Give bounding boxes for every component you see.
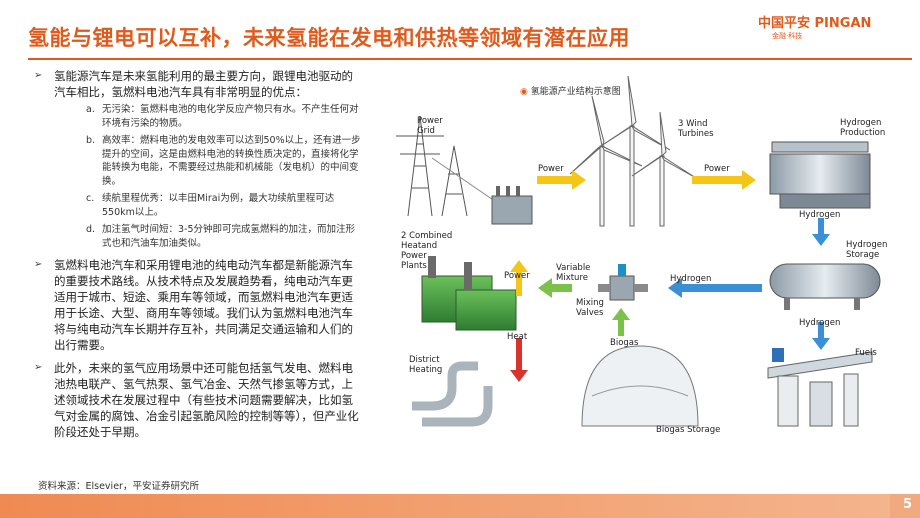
arrow-bullet-icon: ➢ bbox=[34, 259, 43, 270]
label-district-heating: District Heating bbox=[409, 355, 443, 375]
label-power-left: Power bbox=[538, 164, 564, 174]
title-rule bbox=[28, 58, 912, 60]
page-number: 5 bbox=[902, 497, 912, 512]
bullet-text: 氢燃料电池汽车和采用锂电池的纯电动汽车都是新能源汽车的重要技术路线。从技术特点及… bbox=[54, 258, 353, 352]
flow-arrows bbox=[510, 170, 830, 382]
bullet-text: 氢能源汽车是未来氢能利用的最主要方向，跟锂电池驱动的汽车相比，氢燃料电池汽车具有… bbox=[54, 69, 353, 99]
arrow-bullet-icon: ➢ bbox=[34, 70, 43, 81]
bullet-text: 此外，未来的氢气应用场景中还可能包括氢气发电、燃料电池热电联产、氢气热泵、氢气冶… bbox=[54, 361, 359, 439]
label-hydrogen-production: Hydrogen Production bbox=[840, 118, 886, 138]
label-hydrogen-mid: Hydrogen bbox=[670, 274, 712, 284]
label-fuels: Fuels bbox=[855, 348, 877, 358]
label-power-grid: Power Grid bbox=[417, 116, 443, 136]
logo-subtext: 金融·科技 bbox=[772, 32, 803, 40]
mixing-valve bbox=[598, 264, 648, 301]
district-heating-pipes bbox=[412, 361, 493, 427]
target-icon: ◉ bbox=[520, 87, 528, 97]
label-hydrogen-storage: Hydrogen Storage bbox=[846, 240, 888, 260]
arrow-bullet-icon: ➢ bbox=[34, 362, 43, 373]
bullet-item: ➢ 氢能源汽车是未来氢能利用的最主要方向，跟锂电池驱动的汽车相比，氢燃料电池汽车… bbox=[34, 68, 364, 250]
bullet-item: ➢ 氢燃料电池汽车和采用锂电池的纯电动汽车都是新能源汽车的重要技术路线。从技术特… bbox=[34, 257, 364, 353]
diagram-title: ◉ 氢能源产业结构示意图 bbox=[520, 87, 621, 97]
label-heat: Heat bbox=[507, 332, 528, 342]
label-power-up: Power bbox=[504, 271, 530, 281]
label-hydrogen-1: Hydrogen bbox=[799, 210, 841, 220]
label-mixing-valves: Mixing Valves bbox=[576, 298, 604, 318]
logo-text: 中国平安 PINGAN bbox=[758, 16, 872, 31]
biogas-storage-dome bbox=[581, 345, 699, 427]
power-grid-tower bbox=[396, 115, 503, 217]
pingan-logo: 中国平安 PINGAN 金融·科技 bbox=[758, 12, 908, 44]
slide-title: 氢能与锂电可以互补，未来氢能在发电和供热等领域有潜在应用 bbox=[28, 26, 630, 50]
hydrogen-storage-tank bbox=[769, 263, 881, 310]
transformer bbox=[491, 186, 533, 225]
sub-item: a.无污染：氢燃料电池的电化学反应产物只有水。不产生任何对环境有污染的物质。 bbox=[86, 104, 359, 129]
label-power-right: Power bbox=[704, 164, 730, 174]
bullet-item: ➢ 此外，未来的氢气应用场景中还可能包括氢气发电、燃料电池热电联产、氢气热泵、氢… bbox=[34, 360, 364, 440]
sub-item: d.加注氢气时间短：3-5分钟即可完成氢燃料的加注，而加注形式也和汽油车加油类似… bbox=[86, 224, 356, 249]
label-biogas: Biogas bbox=[610, 338, 639, 348]
label-combined-plants: 2 Combined Heatand Power Plants bbox=[401, 231, 453, 271]
label-wind-turbines: 3 Wind Turbines bbox=[678, 119, 714, 139]
label-hydrogen-2: Hydrogen bbox=[799, 318, 841, 328]
chp-plants bbox=[421, 256, 517, 331]
hydrogen-production-unit bbox=[769, 141, 871, 209]
wind-turbines bbox=[569, 76, 697, 227]
source-note: 资料来源：Elsevier，平安证券研究所 bbox=[38, 481, 199, 492]
sub-item: c.续航里程优秀：以丰田Mirai为例，最大功续航里程可达550km以上。 bbox=[86, 193, 335, 218]
label-biogas-storage: Biogas Storage bbox=[656, 425, 721, 435]
bullet-list: ➢ 氢能源汽车是未来氢能利用的最主要方向，跟锂电池驱动的汽车相比，氢燃料电池汽车… bbox=[34, 68, 364, 447]
sub-item: b.高效率：燃料电池的发电效率可以达到50%以上，还有进一步提升的空间，这是由燃… bbox=[86, 135, 361, 187]
hydrogen-industry-diagram bbox=[396, 76, 881, 427]
footer-gradient bbox=[0, 494, 890, 518]
label-variable-mixture: Variable Mixture bbox=[556, 263, 591, 283]
fuel-station bbox=[767, 348, 873, 427]
